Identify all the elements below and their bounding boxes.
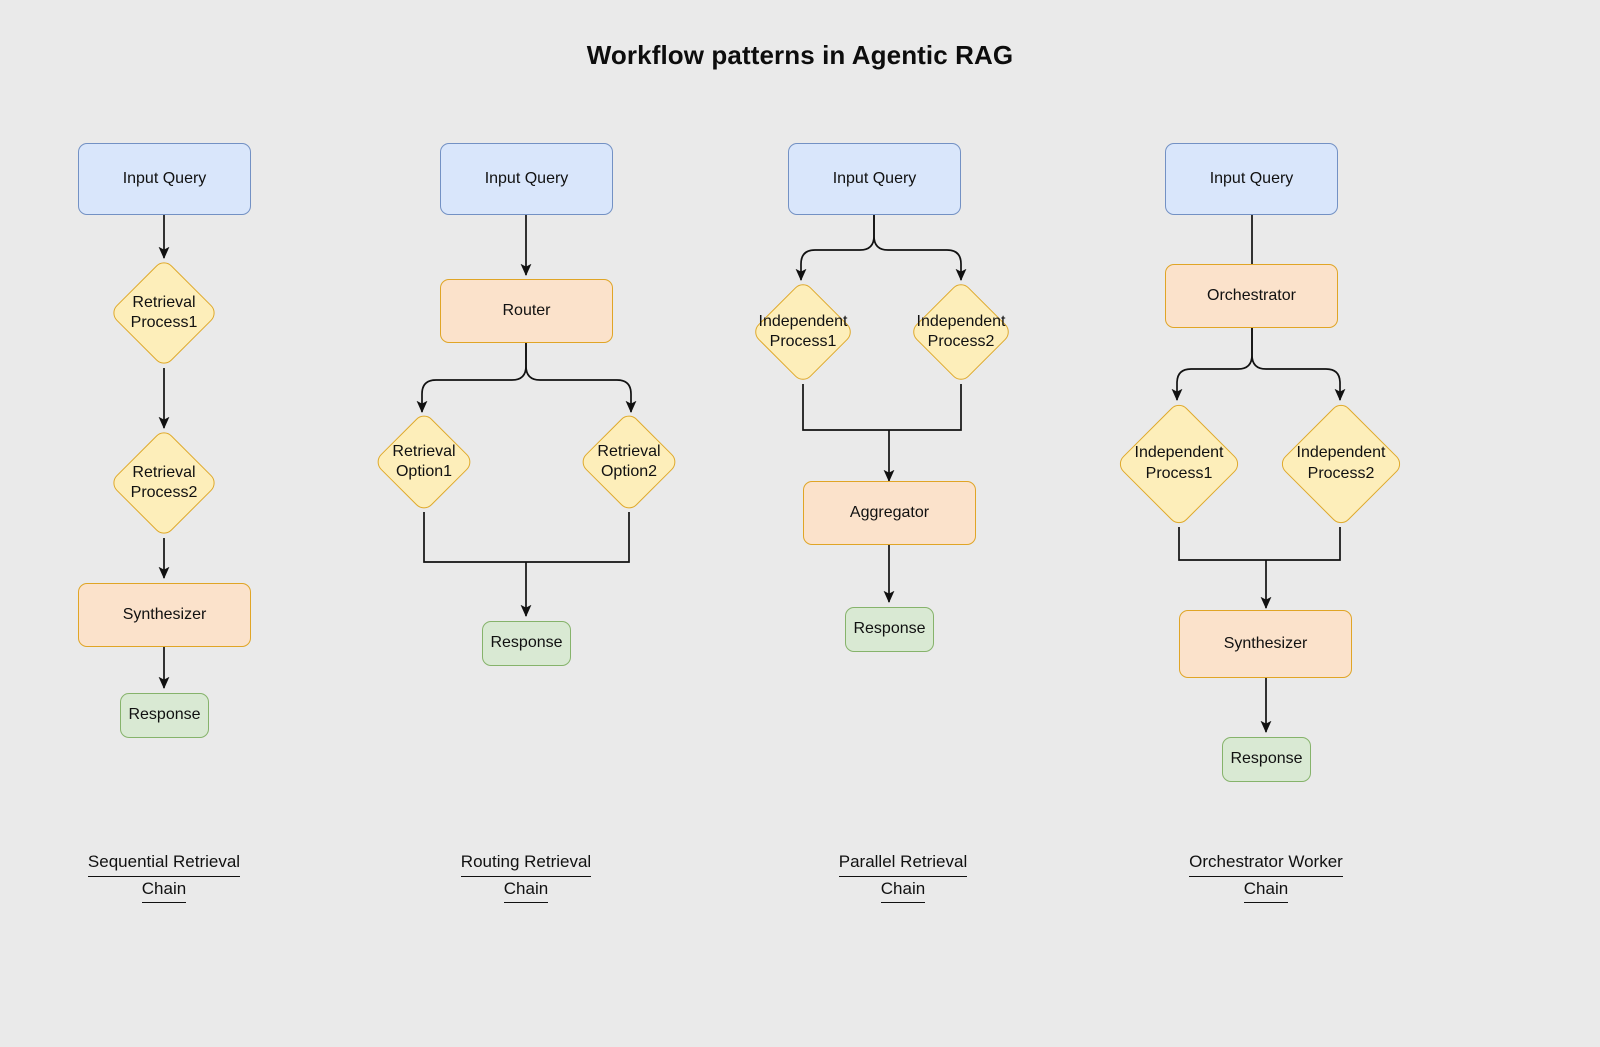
edge-router-fork-right bbox=[525, 343, 637, 414]
node-response-orchestrator[interactable]: Response bbox=[1222, 737, 1311, 782]
node-input-query-sequential[interactable]: Input Query bbox=[78, 143, 251, 215]
caption-orchestrator-worker-chain: Orchestrator Worker Chain bbox=[1126, 850, 1406, 904]
node-synthesizer-sequential[interactable]: Synthesizer bbox=[78, 583, 251, 647]
node-label: Retrieval Option2 bbox=[597, 442, 661, 480]
node-label: Response bbox=[490, 634, 563, 652]
node-independent-process2-parallel[interactable]: Independent Process2 bbox=[906, 279, 1016, 385]
node-label: Independent Process1 bbox=[758, 312, 848, 350]
caption-sequential-retrieval-chain: Sequential Retrieval Chain bbox=[24, 850, 304, 904]
node-retrieval-option2[interactable]: Retrieval Option2 bbox=[574, 411, 684, 513]
node-label: Synthesizer bbox=[122, 605, 207, 623]
node-response-parallel[interactable]: Response bbox=[845, 607, 934, 652]
node-label: Aggregator bbox=[849, 503, 930, 521]
node-router[interactable]: Router bbox=[440, 279, 613, 343]
node-aggregator[interactable]: Aggregator bbox=[803, 481, 976, 545]
edge-router-fork-left bbox=[416, 343, 527, 414]
node-label: Retrieval Process2 bbox=[130, 463, 198, 501]
node-label: Response bbox=[128, 706, 201, 724]
node-label: Independent Process1 bbox=[1134, 444, 1224, 482]
node-label: Orchestrator bbox=[1207, 286, 1296, 304]
node-independent-process2-orchestrator[interactable]: Independent Process2 bbox=[1272, 399, 1410, 528]
node-input-query-orchestrator[interactable]: Input Query bbox=[1165, 143, 1338, 215]
node-orchestrator[interactable]: Orchestrator bbox=[1165, 264, 1338, 328]
caption-line-2: Chain bbox=[141, 877, 187, 904]
node-response-sequential[interactable]: Response bbox=[120, 693, 209, 738]
node-label: Independent Process2 bbox=[1296, 444, 1386, 482]
edge-option2-merge bbox=[526, 512, 630, 563]
node-label: Input Query bbox=[832, 169, 917, 187]
node-independent-process1-orchestrator[interactable]: Independent Process1 bbox=[1110, 399, 1248, 528]
node-label: Router bbox=[502, 301, 551, 319]
node-independent-process1-parallel[interactable]: Independent Process1 bbox=[748, 279, 858, 385]
node-retrieval-process2[interactable]: Retrieval Process2 bbox=[108, 427, 220, 539]
node-retrieval-process1[interactable]: Retrieval Process1 bbox=[108, 257, 220, 369]
node-input-query-parallel[interactable]: Input Query bbox=[788, 143, 961, 215]
node-synthesizer-orchestrator[interactable]: Synthesizer bbox=[1179, 610, 1352, 678]
edge-proc1-merge-2 bbox=[1178, 527, 1266, 561]
edge-orchestrator-fork-right bbox=[1251, 328, 1346, 402]
edge-input-fork-left bbox=[795, 215, 875, 282]
node-label: Response bbox=[853, 620, 926, 638]
node-response-routing[interactable]: Response bbox=[482, 621, 571, 666]
node-label: Response bbox=[1230, 750, 1303, 768]
caption-line-2: Chain bbox=[880, 877, 926, 904]
page-title: Workflow patterns in Agentic RAG bbox=[586, 40, 1014, 70]
caption-line-2: Chain bbox=[1243, 877, 1289, 904]
caption-parallel-retrieval-chain: Parallel Retrieval Chain bbox=[763, 850, 1043, 904]
node-label: Input Query bbox=[1209, 169, 1294, 187]
edge-option1-merge bbox=[423, 512, 526, 563]
caption-line-1: Routing Retrieval bbox=[460, 850, 592, 877]
node-label: Retrieval Option1 bbox=[392, 442, 456, 480]
node-input-query-routing[interactable]: Input Query bbox=[440, 143, 613, 215]
node-label: Input Query bbox=[122, 169, 207, 187]
edge-proc2-merge bbox=[889, 384, 962, 431]
caption-line-1: Orchestrator Worker bbox=[1189, 850, 1343, 877]
edge-orchestrator-fork-left bbox=[1171, 328, 1253, 402]
edge-proc1-merge bbox=[802, 384, 889, 431]
node-label: Synthesizer bbox=[1223, 634, 1308, 652]
edge-proc2-merge-2 bbox=[1266, 527, 1341, 561]
node-label: Input Query bbox=[484, 169, 569, 187]
node-label: Independent Process2 bbox=[916, 312, 1006, 350]
caption-line-2: Chain bbox=[503, 877, 549, 904]
caption-line-1: Sequential Retrieval bbox=[87, 850, 241, 877]
caption-routing-retrieval-chain: Routing Retrieval Chain bbox=[386, 850, 666, 904]
caption-line-1: Parallel Retrieval bbox=[838, 850, 968, 877]
node-retrieval-option1[interactable]: Retrieval Option1 bbox=[369, 411, 479, 513]
node-label: Retrieval Process1 bbox=[130, 293, 198, 331]
edge-input-fork-right bbox=[873, 215, 967, 282]
